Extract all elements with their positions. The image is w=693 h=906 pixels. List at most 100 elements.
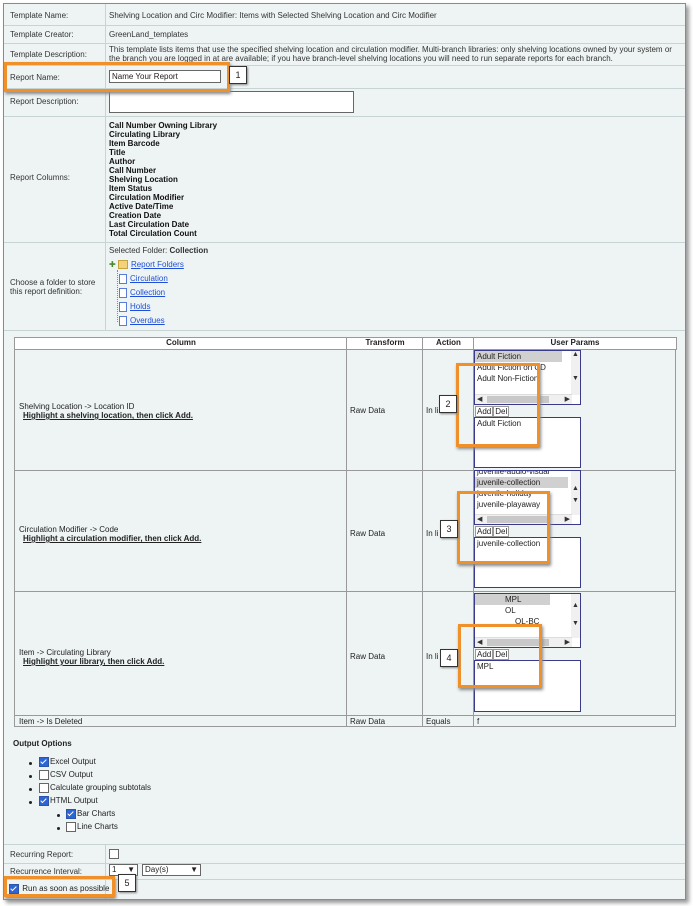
report-name-label: Report Name: [10,73,60,82]
chevron-down-icon: ▼ [127,865,135,874]
param-transform: Raw Data [350,529,386,538]
selected-folder-value: Collection [169,246,209,255]
column-item: Creation Date [109,211,162,220]
excel-checkbox[interactable] [39,757,49,767]
param-row-shelving: Shelving Location -> Location ID Highlig… [14,349,347,471]
param-hint: Highlight a shelving location, then clic… [23,411,193,420]
column-item: Shelving Location [109,175,178,184]
param-transform: Raw Data [350,406,386,415]
template-name-value: Shelving Location and Circ Modifier: Ite… [109,11,437,20]
folder-row: Choose a folder to store this report def… [4,242,685,331]
add-button[interactable]: Add [475,649,494,660]
csv-checkbox[interactable] [39,770,49,780]
folder-label-line1: Choose a folder to store [10,278,96,287]
recurrence-interval-row: Recurrence Interval: 1▼ Day(s)▼ [4,862,685,880]
list-option[interactable]: juvenile-playaway [477,500,541,509]
bar-charts-checkbox[interactable] [66,809,76,819]
callout-number-2: 2 [439,395,457,413]
csv-output-option[interactable]: CSV Output [39,770,93,780]
callout-number-1: 1 [229,66,247,84]
bar-charts-option[interactable]: Bar Charts [66,809,115,819]
template-name-label: Template Name: [10,11,69,20]
tree-item-holds[interactable]: Holds [119,302,150,312]
report-name-row: Report Name: Name Your Report [4,65,685,89]
param-action: Equals [426,717,451,726]
tree-item-overdues[interactable]: Overdues [119,316,165,326]
circ-modifier-list[interactable]: juvenile-audio-visual juvenile-collectio… [474,470,581,525]
column-item: Title [109,148,126,157]
list-option[interactable]: OL-BC [515,617,540,626]
param-column-name: Item -> Is Deleted [19,717,83,726]
document-icon [119,316,127,326]
column-item: Active Date/Time [109,202,174,211]
list-option[interactable]: MPL [475,594,550,605]
column-item: Call Number [109,166,157,175]
html-checkbox[interactable] [39,796,49,806]
run-asap-option[interactable]: Run as soon as possible [9,884,109,894]
tree-item-circulation[interactable]: Circulation [119,274,168,284]
recurring-checkbox[interactable] [109,849,119,859]
horizontal-scrollbar[interactable]: ◀▶ [475,637,572,647]
param-transform: Raw Data [350,652,386,661]
subtotals-checkbox[interactable] [39,783,49,793]
callout-box-3 [457,491,550,564]
template-creator-label: Template Creator: [10,30,74,39]
add-button[interactable]: Add [475,526,494,537]
report-description-input[interactable] [109,91,354,113]
interval-unit-select[interactable]: Day(s)▼ [142,864,201,876]
excel-output-option[interactable]: Excel Output [39,757,96,767]
html-output-option[interactable]: HTML Output [39,796,98,806]
expand-icon[interactable]: ✚ [109,260,116,269]
vertical-scrollbar[interactable]: ▲▼ [571,351,580,395]
callout-box-5 [4,876,115,897]
circ-library-list[interactable]: MPL OL OL-BC ▲▼ ◀▶ [474,593,581,648]
list-option[interactable]: juvenile-collection [475,477,568,488]
subtotals-option[interactable]: Calculate grouping subtotals [39,783,151,793]
column-item: Last Circulation Date [109,220,190,229]
line-charts-checkbox[interactable] [66,822,76,832]
report-name-input[interactable]: Name Your Report [109,70,221,83]
run-asap-checkbox[interactable] [9,884,19,894]
list-option[interactable]: juvenile-audio-visual [477,470,550,476]
column-item: Author [109,157,136,166]
del-button[interactable]: Del [493,406,510,417]
template-name-row: Template Name: Shelving Location and Cir… [4,4,685,26]
list-option[interactable]: OL [505,606,516,615]
add-button[interactable]: Add [475,406,494,417]
list-option[interactable]: Adult Fiction [475,351,562,362]
list-option[interactable]: Adult Non-Fiction [477,374,539,383]
column-item: Circulation Modifier [109,193,185,202]
del-button[interactable]: Del [493,649,510,660]
column-item: Item Barcode [109,139,160,148]
tree-item-collection[interactable]: Collection [119,288,165,298]
recurring-row: Recurring Report: [4,844,685,864]
report-description-row: Report Description: [4,88,685,117]
document-icon [119,274,127,284]
selected-option[interactable]: Adult Fiction [477,419,522,428]
shelving-location-list[interactable]: Adult Fiction Adult Fiction on CD Adult … [474,350,581,405]
vertical-scrollbar[interactable]: ▲▼ [571,594,580,638]
list-option[interactable]: Adult Fiction on CD [477,363,546,372]
param-action: In li [426,529,439,538]
horizontal-scrollbar[interactable]: ◀▶ [475,394,572,404]
del-button[interactable]: Del [493,526,510,537]
report-folders-link[interactable]: Report Folders [130,260,184,269]
selected-shelving-list[interactable]: Adult Fiction [474,417,581,468]
param-transform: Raw Data [350,717,386,726]
tree-root[interactable]: ✚ Report Folders [109,260,184,270]
line-charts-option[interactable]: Line Charts [66,822,118,832]
report-columns-list: Call Number Owning Library Circulating L… [109,121,217,238]
selected-option[interactable]: MPL [477,662,494,671]
selected-option[interactable]: juvenile-collection [477,539,541,548]
param-column-name: Shelving Location -> Location ID [19,402,135,411]
callout-box-4 [458,624,542,688]
callout-number-3: 3 [440,520,458,538]
template-description-label: Template Description: [10,50,87,59]
param-hint: Highlight a circulation modifier, then c… [23,534,202,543]
horizontal-scrollbar[interactable]: ◀▶ [475,514,572,524]
callout-box-2 [456,363,540,447]
template-description-line2: the branch you are logged in at are avai… [109,54,613,63]
param-row-circ-library: Item -> Circulating Library Highlight yo… [14,591,347,716]
vertical-scrollbar[interactable]: ▲▼ [571,471,580,515]
